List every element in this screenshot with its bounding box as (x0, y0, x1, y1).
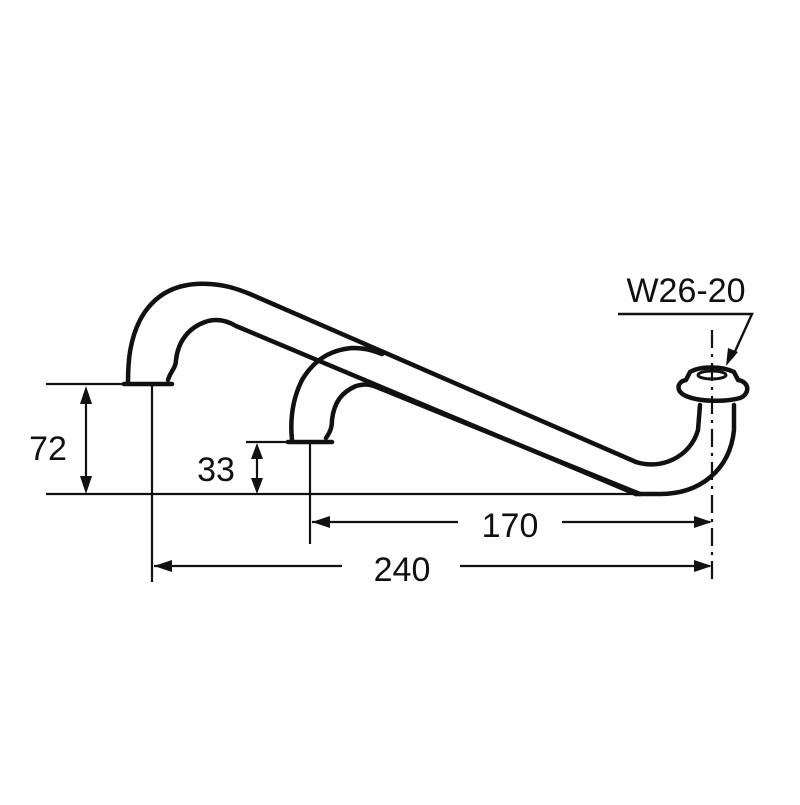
length-long-label: 240 (374, 551, 431, 589)
height-high-label: 72 (29, 430, 67, 468)
spout-end-bend (633, 402, 737, 497)
dimension-72 (80, 386, 92, 494)
height-low-label: 33 (197, 451, 235, 489)
dimension-240 (154, 560, 712, 572)
thread-spec-label: W26-20 (626, 272, 745, 310)
thread-spec-leader (618, 312, 754, 366)
dimension-170 (312, 516, 712, 528)
spout-high-outline (121, 281, 639, 497)
dimension-33 (251, 443, 263, 494)
length-short-label: 170 (482, 507, 539, 545)
